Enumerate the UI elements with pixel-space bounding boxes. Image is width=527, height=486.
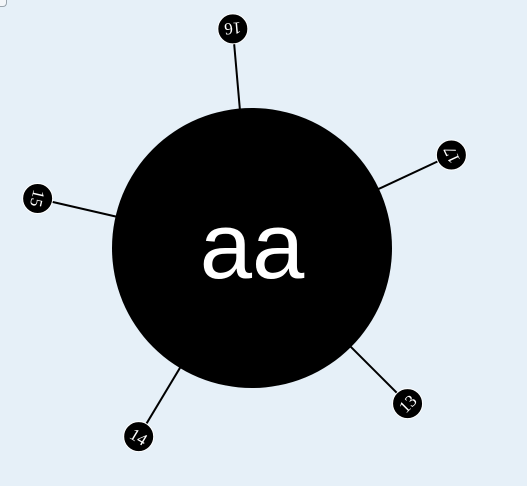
pin-label: 17	[439, 143, 464, 167]
pin-head	[123, 421, 155, 453]
pin-head	[392, 388, 424, 420]
pin-16: 16	[217, 13, 249, 113]
pins-layer: 16 17 13 14 15	[22, 13, 467, 453]
pin-13: 13	[347, 343, 424, 420]
pin-head	[435, 139, 467, 171]
pin-label: 15	[26, 188, 48, 209]
window-corner	[0, 0, 7, 7]
level-number: aa	[200, 193, 305, 298]
pin-17: 17	[374, 139, 467, 192]
pin-head	[22, 183, 54, 215]
pin-15: 15	[22, 183, 120, 219]
pin-14: 14	[123, 364, 183, 453]
center-circle[interactable]	[112, 108, 392, 388]
pin-head	[217, 13, 249, 45]
pin-label: 16	[223, 18, 242, 38]
